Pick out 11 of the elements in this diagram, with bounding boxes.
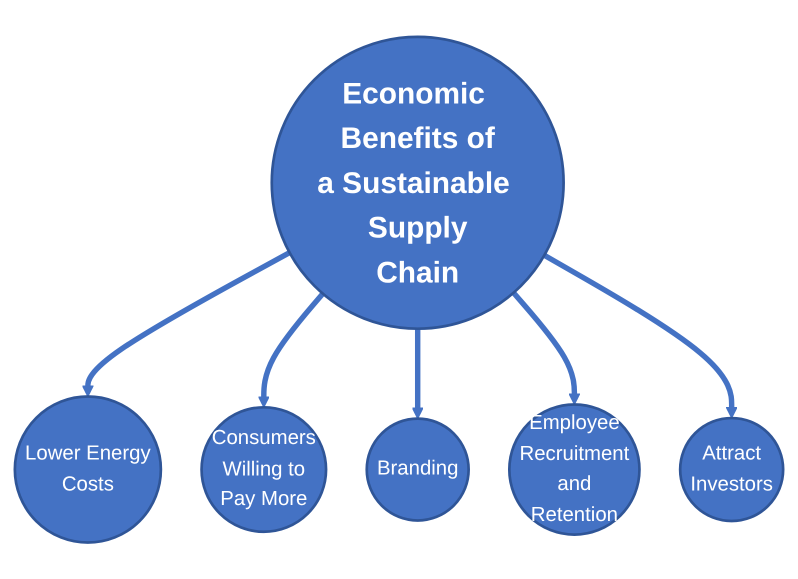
arrow (412, 328, 424, 419)
arrow (258, 292, 325, 408)
node-circle: Branding (365, 417, 470, 522)
node-circle: Employee Recruitment and Retention (508, 402, 641, 536)
node-circle: Economic Benefits of a Sustainable Supply Chain (270, 35, 565, 330)
arrow (512, 290, 580, 405)
node-circle: Lower Energy Costs (14, 394, 162, 544)
node-circle: Attract Investors (678, 416, 784, 522)
node-circle: Consumers Willing to Pay More (200, 406, 328, 533)
arrow (82, 250, 291, 397)
arrow (542, 252, 738, 418)
